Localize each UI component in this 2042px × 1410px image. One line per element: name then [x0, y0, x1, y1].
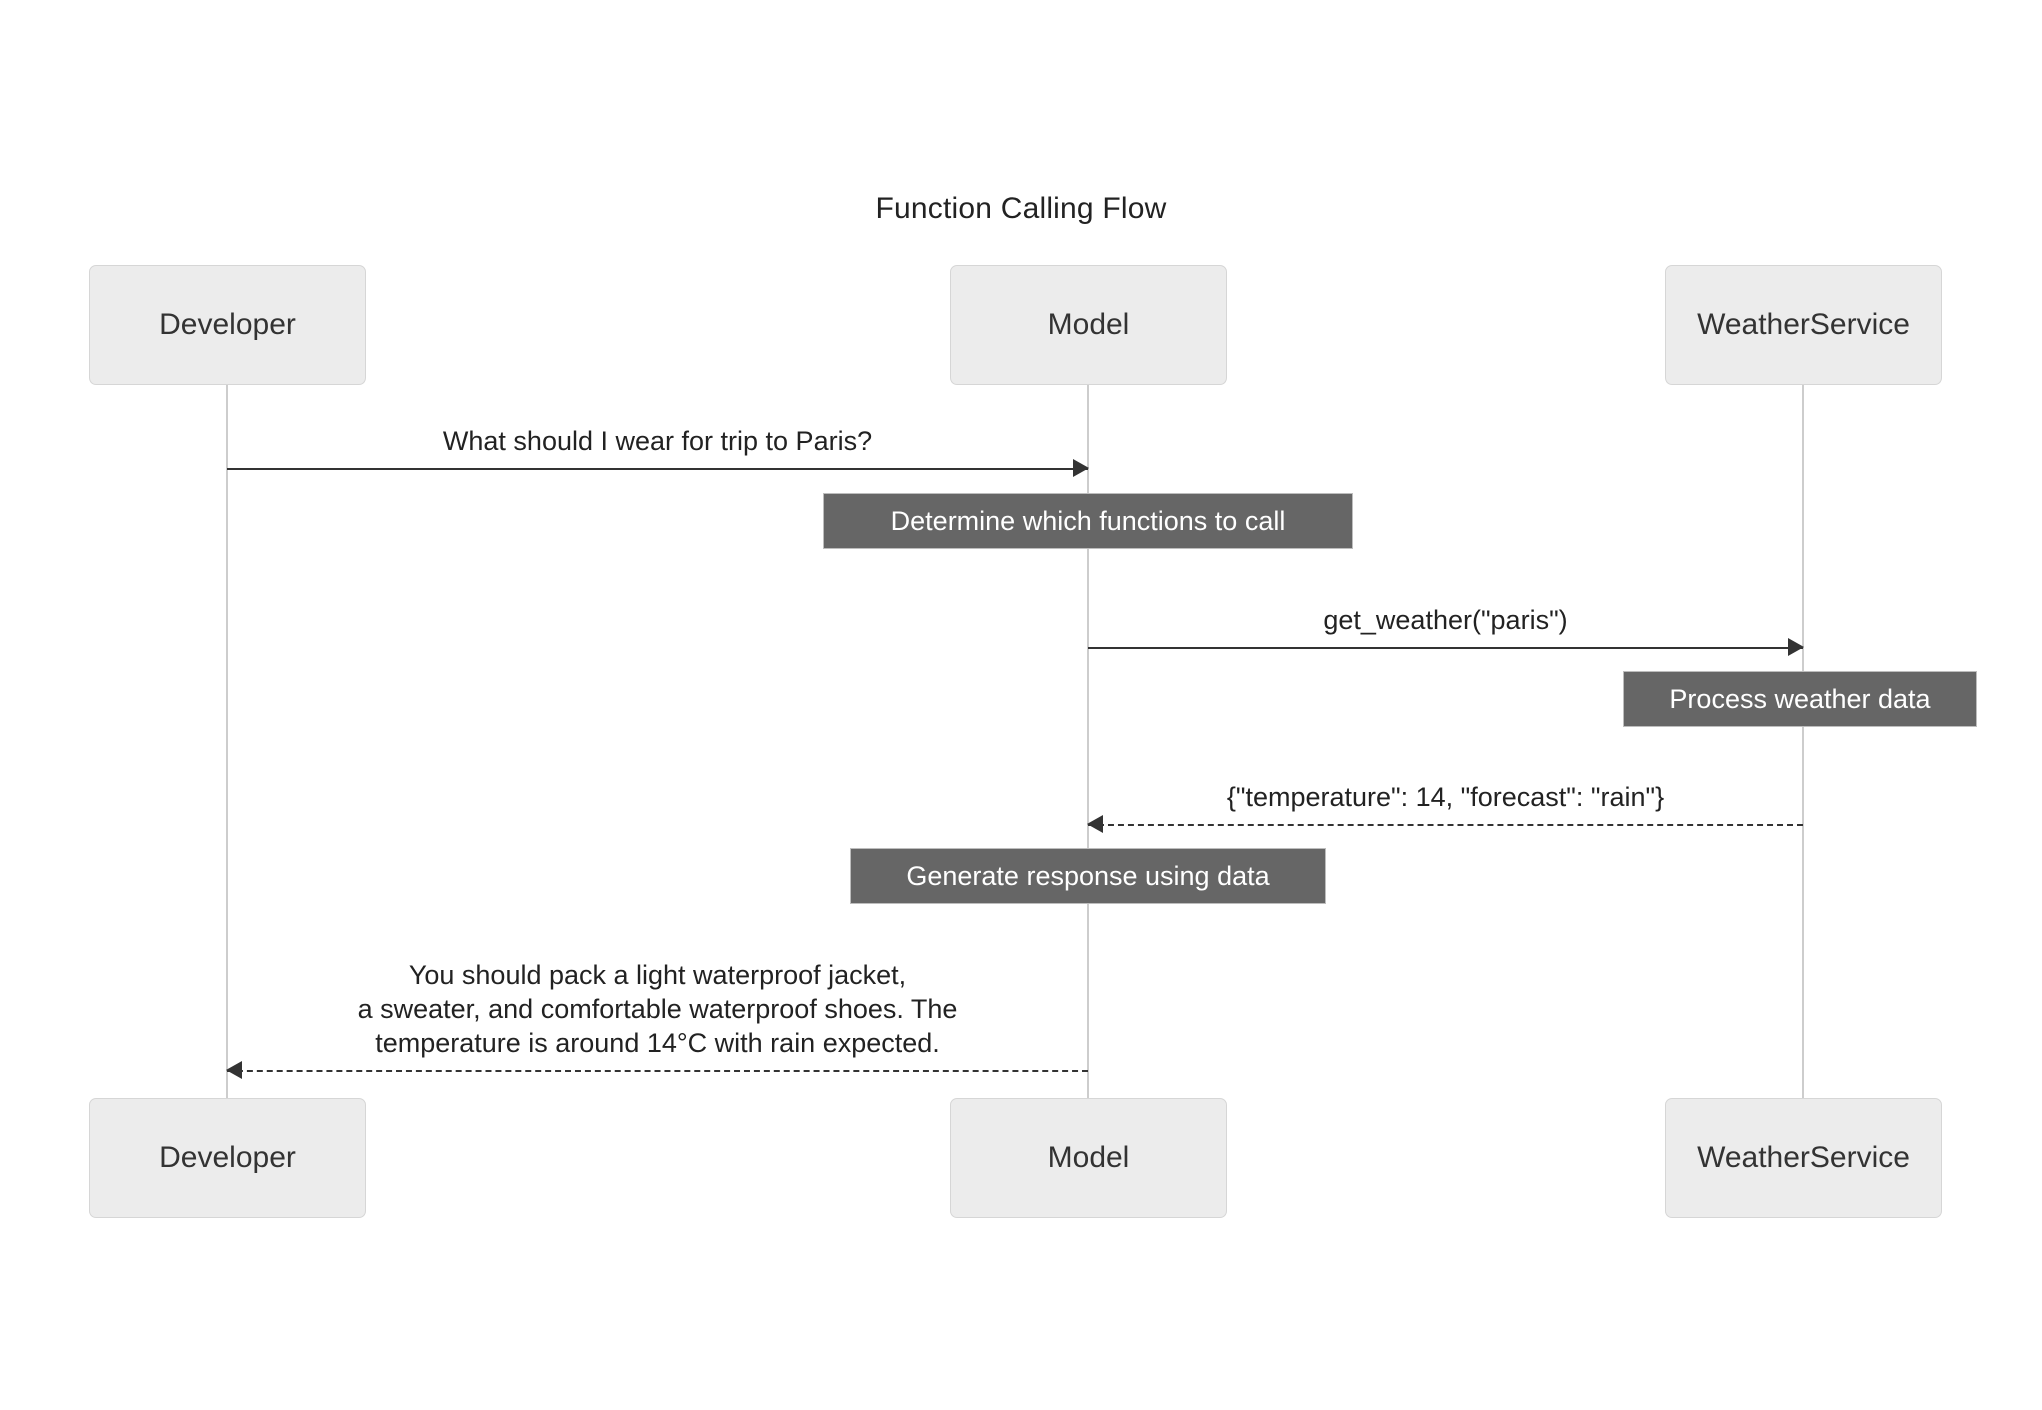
participant-box-model-top[interactable]: Model — [950, 265, 1227, 385]
message-label-4: You should pack a light waterproof jacke… — [357, 960, 958, 1058]
diagram-title: Function Calling Flow — [875, 192, 1167, 225]
lifeline-model — [1087, 385, 1089, 1098]
message-label-1: What should I wear for trip to Paris? — [442, 426, 873, 456]
message-label-3: {"temperature": 14, "forecast": "rain"} — [1226, 782, 1665, 812]
message-line-1 — [227, 468, 1088, 470]
arrowhead-left-icon — [1087, 815, 1103, 833]
lifeline-weatherservice — [1802, 385, 1804, 1098]
message-line-3 — [1088, 824, 1803, 826]
arrowhead-left-icon — [226, 1061, 242, 1079]
arrowhead-right-icon — [1073, 459, 1089, 477]
note-process-weather-data[interactable]: Process weather data — [1623, 671, 1977, 727]
note-generate-response[interactable]: Generate response using data — [850, 848, 1326, 904]
participant-box-model-bottom[interactable]: Model — [950, 1098, 1227, 1218]
participant-box-developer-bottom[interactable]: Developer — [89, 1098, 366, 1218]
message-label-2: get_weather("paris") — [1323, 605, 1568, 635]
note-determine-functions[interactable]: Determine which functions to call — [823, 493, 1353, 549]
participant-box-developer-top[interactable]: Developer — [89, 265, 366, 385]
participant-box-weatherservice-top[interactable]: WeatherService — [1665, 265, 1942, 385]
arrowhead-right-icon — [1788, 638, 1804, 656]
lifeline-developer — [226, 385, 228, 1098]
message-line-2 — [1088, 647, 1803, 649]
participant-box-weatherservice-bottom[interactable]: WeatherService — [1665, 1098, 1942, 1218]
message-line-4 — [227, 1070, 1088, 1072]
